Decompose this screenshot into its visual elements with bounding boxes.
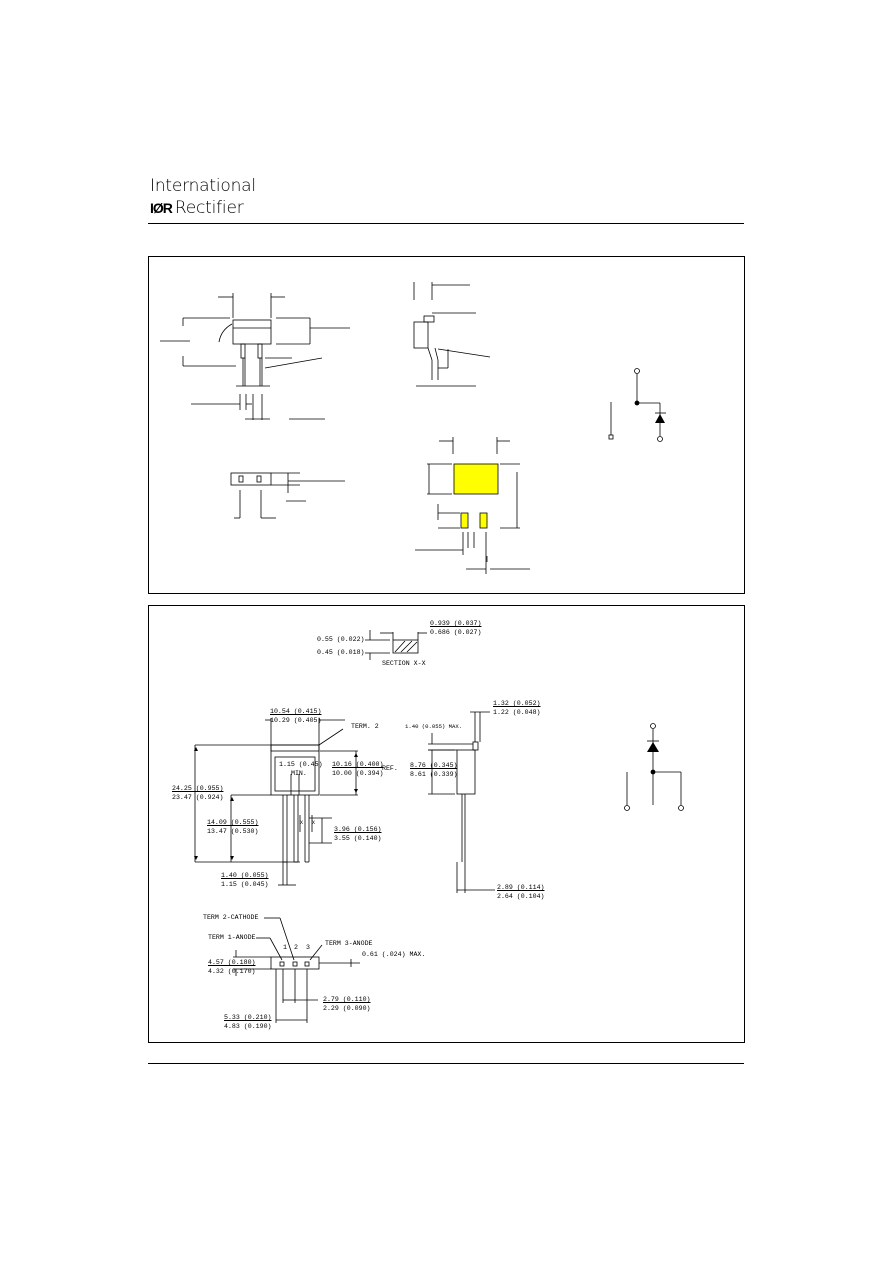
footer-rule	[148, 1063, 744, 1064]
footprint-pad-tab	[453, 463, 499, 495]
side-tab-min: 1.22 (0.048)	[493, 709, 541, 716]
bottom-pin-number-3: 3	[306, 944, 310, 951]
lower-drawing-frame	[148, 605, 745, 1043]
section-width-min: 0.686 (0.027)	[430, 629, 482, 636]
front-pitch-max: 1.40 (0.055)	[221, 872, 269, 879]
upper-drawing-frame	[148, 256, 745, 594]
front-ref-min: 10.00 (0.394)	[332, 770, 384, 777]
side-body-min: 8.61 (0.339)	[410, 771, 458, 778]
side-body-max: 8.76 (0.345)	[410, 762, 458, 769]
side-lead-max: 2.89 (0.114)	[497, 884, 545, 891]
bottom-pitch-min: 2.29 (0.090)	[323, 1005, 371, 1012]
ior-logo-mark: IØR	[150, 200, 173, 216]
company-name-line1: International	[150, 176, 256, 196]
bottom-lead-max-note: 0.61 (.024) MAX.	[362, 951, 426, 958]
header-rule	[148, 223, 744, 224]
section-thickness-min: 0.45 (0.018)	[317, 649, 365, 656]
footprint-pad-1	[460, 512, 469, 529]
side-cap-max: 1.40 (0.055) MAX.	[405, 723, 463, 730]
footprint-pad-3	[479, 512, 488, 529]
bottom-thickness-min: 4.32 (0.170)	[208, 968, 256, 975]
side-lead-min: 2.64 (0.104)	[497, 893, 545, 900]
front-lead-min: 13.47 (0.530)	[207, 828, 259, 835]
front-section-mark-right: X	[312, 820, 316, 826]
front-height-max: 24.25 (0.955)	[172, 785, 224, 792]
front-pin-max: 3.96 (0.156)	[334, 826, 382, 833]
front-height-min: 23.47 (0.924)	[172, 794, 224, 801]
section-thickness-max: 0.55 (0.022)	[317, 636, 365, 643]
front-width-max: 10.54 (0.415)	[270, 708, 322, 715]
bottom-span-min: 4.83 (0.190)	[224, 1023, 272, 1030]
front-ref-max: 10.16 (0.400)	[332, 761, 384, 768]
front-pitch-min: 1.15 (0.045)	[221, 881, 269, 888]
bottom-term1-label: TERM 1-ANODE	[208, 934, 256, 941]
front-term2-label: TERM. 2	[351, 723, 379, 730]
bottom-pin-number-1: 1	[283, 944, 287, 951]
front-tab-min-word: MIN.	[291, 770, 307, 777]
side-tab-max: 1.32 (0.052)	[493, 700, 541, 707]
company-name-rectifier: Rectifier	[174, 198, 244, 218]
section-title: SECTION X-X	[382, 660, 426, 667]
bottom-pitch-max: 2.79 (0.110)	[323, 996, 371, 1003]
front-width-min: 10.29 (0.405)	[270, 717, 322, 724]
bottom-pin-number-2: 2	[294, 944, 298, 951]
front-tab-min-value: 1.15 (0.45)	[279, 761, 323, 768]
front-ref-word: REF.	[382, 765, 398, 772]
bottom-span-max: 5.33 (0.210)	[224, 1014, 272, 1021]
bottom-thickness-max: 4.57 (0.180)	[208, 959, 256, 966]
d2pak-body	[232, 319, 272, 345]
bottom-term2-label: TERM 2-CATHODE	[203, 914, 259, 921]
front-lead-max: 14.09 (0.555)	[207, 819, 259, 826]
section-width-max: 0.939 (0.037)	[430, 620, 482, 627]
bottom-term3-label: TERM 3-ANODE	[325, 940, 373, 947]
front-pin-min: 3.55 (0.140)	[334, 835, 382, 842]
front-section-mark-left: X	[300, 820, 304, 826]
